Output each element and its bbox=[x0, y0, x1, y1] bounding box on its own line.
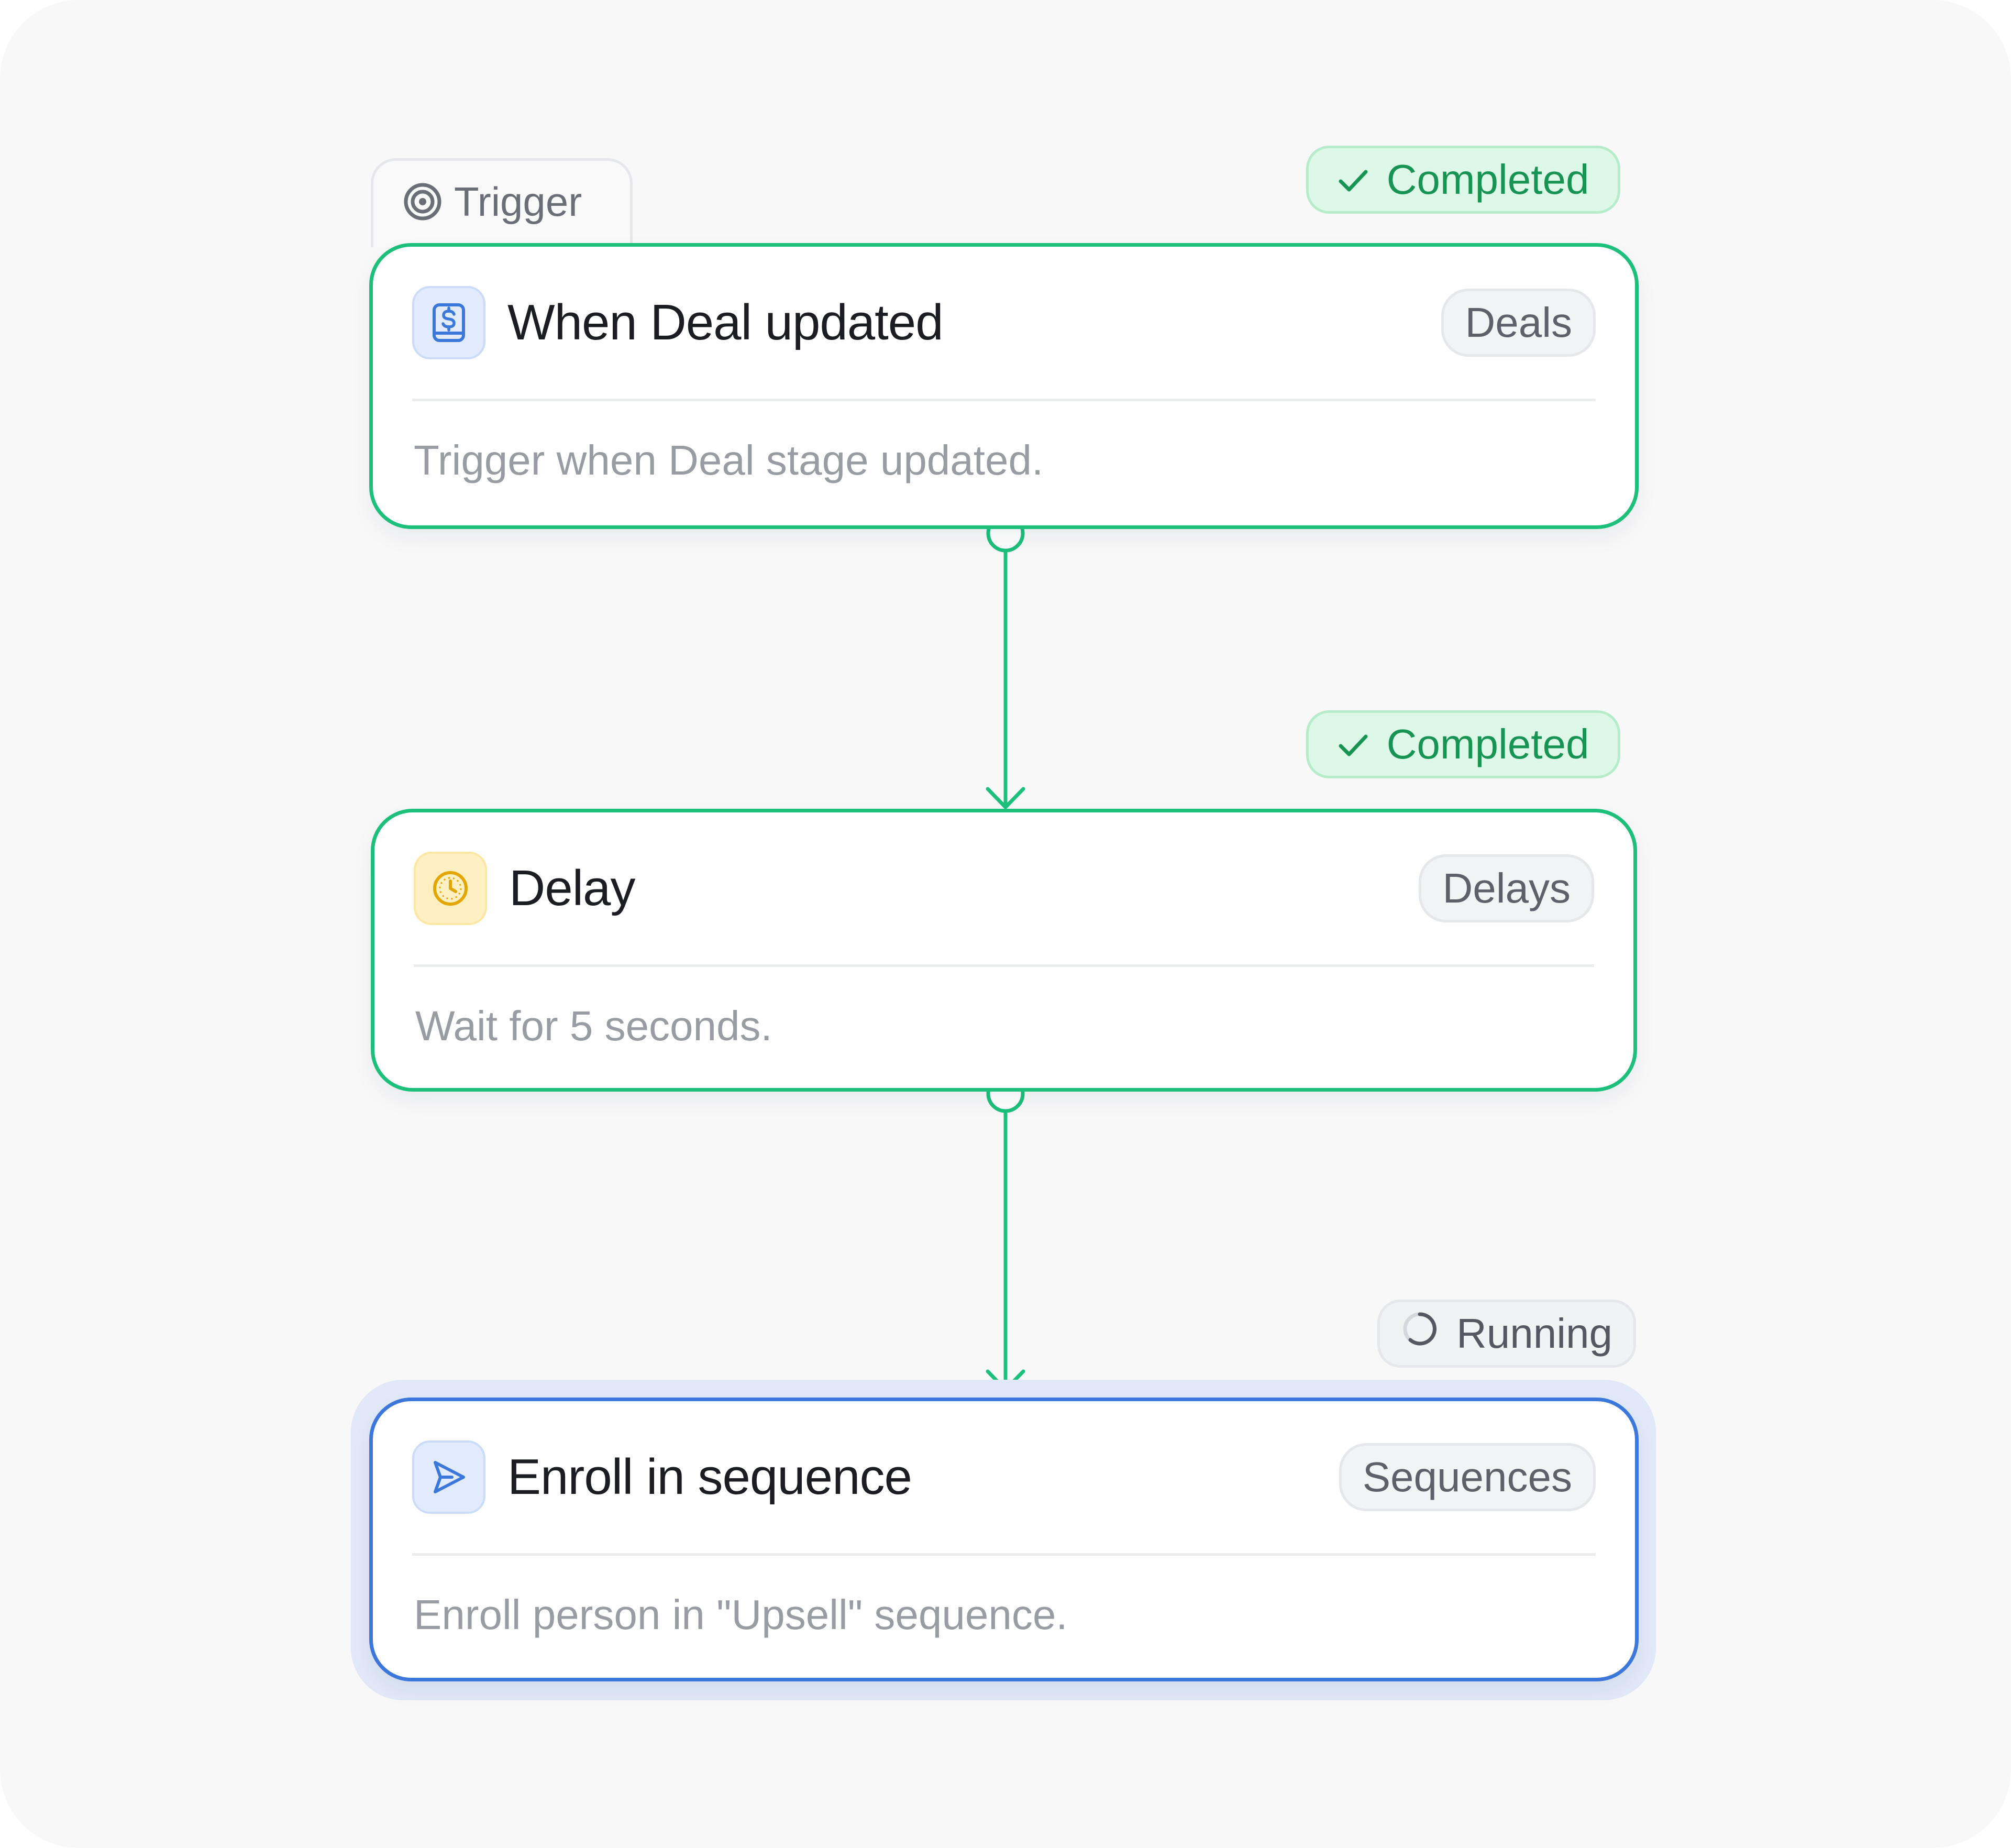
node-description: Wait for 5 seconds. bbox=[415, 1003, 772, 1049]
status-label: Completed bbox=[1386, 156, 1589, 203]
status-badge-completed: Completed bbox=[1306, 146, 1620, 214]
status-label: Completed bbox=[1386, 721, 1589, 767]
spinner-icon bbox=[1401, 1310, 1439, 1358]
node-description: Enroll person in "Upsell" sequence. bbox=[414, 1591, 1068, 1638]
check-icon bbox=[1338, 156, 1369, 204]
connector-1 bbox=[986, 514, 1025, 809]
node-title: When Deal updated bbox=[507, 294, 944, 350]
node-delay[interactable]: Delay Delays Wait for 5 seconds. bbox=[371, 809, 1637, 1092]
status-badge-running: Running bbox=[1377, 1300, 1636, 1368]
status-badge-completed: Completed bbox=[1306, 710, 1620, 778]
node-header: Enroll in sequence Sequences bbox=[412, 1440, 1596, 1514]
node-when-deal-updated[interactable]: When Deal updated Deals Trigger when Dea… bbox=[369, 243, 1639, 529]
node-category-tag: Delays bbox=[1419, 854, 1594, 922]
trigger-tab-label: Trigger bbox=[454, 179, 582, 225]
node-category-tag: Sequences bbox=[1339, 1443, 1596, 1511]
trigger-tab[interactable]: Trigger bbox=[371, 158, 633, 247]
divider bbox=[412, 399, 1596, 401]
node-header: When Deal updated Deals bbox=[412, 286, 1596, 359]
node-header: Delay Delays bbox=[414, 852, 1594, 925]
node-title: Enroll in sequence bbox=[507, 1449, 912, 1505]
connector-2 bbox=[986, 1074, 1025, 1392]
node-title: Delay bbox=[509, 860, 635, 916]
send-icon bbox=[412, 1440, 485, 1514]
target-icon bbox=[403, 182, 443, 222]
deal-dollar-icon bbox=[412, 286, 485, 359]
divider bbox=[414, 964, 1594, 967]
node-description: Trigger when Deal stage updated. bbox=[414, 437, 1044, 483]
node-enroll-in-sequence[interactable]: Enroll in sequence Sequences Enroll pers… bbox=[369, 1398, 1639, 1681]
check-icon bbox=[1338, 720, 1369, 768]
node-category-tag: Deals bbox=[1441, 289, 1596, 357]
status-label: Running bbox=[1456, 1310, 1612, 1357]
divider bbox=[412, 1553, 1596, 1556]
clock-icon bbox=[414, 852, 487, 925]
